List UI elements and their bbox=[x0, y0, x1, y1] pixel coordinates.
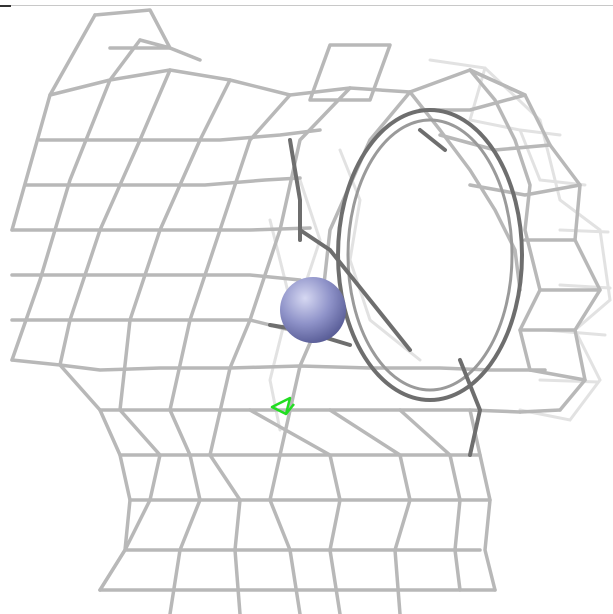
corner-tick bbox=[0, 5, 11, 7]
sphere-icon[interactable] bbox=[280, 277, 346, 343]
mesh-hole-rim bbox=[336, 108, 524, 402]
viewport-top-border bbox=[0, 5, 613, 6]
wireframe-mesh-back bbox=[268, 58, 612, 432]
arrow-cursor-icon bbox=[270, 396, 295, 416]
